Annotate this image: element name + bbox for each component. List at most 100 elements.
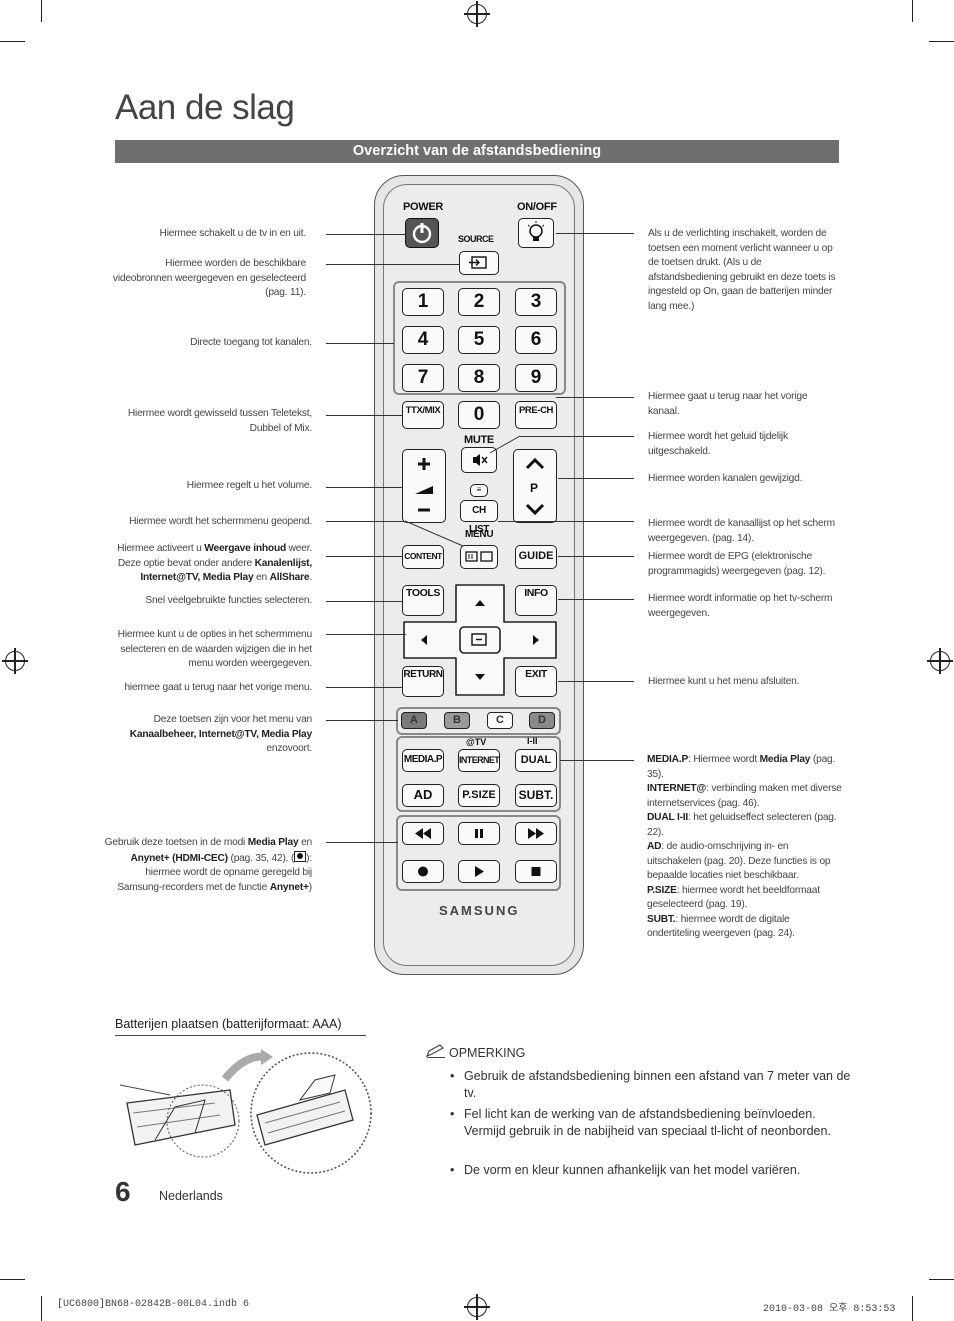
note-item: De vorm en kleur kunnen afhankelijk van … [450,1162,854,1179]
number-button-7[interactable]: 7 [402,364,444,392]
content-button[interactable]: CONTENT [402,545,444,569]
leader-line [558,556,634,557]
source-label: SOURCE [458,234,494,244]
number-button-5[interactable]: 5 [458,326,500,354]
leader-line [326,687,403,688]
label-onoff: Als u de verlichting inschakelt, worden … [648,228,836,312]
leader-line [556,397,634,398]
leader-line [556,233,634,234]
number-button-1[interactable]: 1 [402,288,444,316]
registration-mark-icon [927,648,953,674]
return-button[interactable]: RETURN [402,666,444,697]
info-button[interactable]: INFO [515,585,557,616]
label-mute: Hiermee wordt het geluid tijdelijk uitge… [648,431,788,457]
exit-button[interactable]: EXIT [515,666,557,697]
source-button[interactable] [459,251,499,275]
number-button-2[interactable]: 2 [458,288,500,316]
stop-button[interactable] [515,860,557,883]
number-button-8[interactable]: 8 [458,364,500,392]
battery-insertion-illustration [119,1049,372,1174]
label-guide: Hiermee wordt de EPG (elektronische prog… [648,551,826,577]
color-button-b[interactable]: B [444,712,470,729]
mute-label: MUTE [464,434,494,446]
menu-button[interactable] [460,545,498,569]
footer-filename: [UC6800]BN68-02842B-00L04.indb 6 [57,1299,250,1310]
media-p-button[interactable]: MEDIA.P [402,749,444,772]
label-channel: Hiermee worden kanalen gewijzigd. [648,473,803,484]
label-prech: Hiermee gaat u terug naar het vorige kan… [648,391,808,417]
ad-button[interactable]: AD [402,784,444,807]
crop-mark [0,41,25,42]
rewind-icon [415,828,431,839]
color-button-a[interactable]: A [401,712,427,729]
ch-list-button[interactable]: CH LIST [460,500,498,535]
note-item: Fel licht kan de werking van de afstands… [450,1106,854,1140]
footer-date: 2010-03-08 오후 8:53:53 [763,1304,896,1315]
crop-mark [912,1296,913,1321]
tools-label: TOOLS [406,587,440,599]
leader-line [558,478,634,479]
label-chlist: Hiermee wordt de kanaallijst op het sche… [648,518,835,544]
leader-line [326,487,403,488]
play-button[interactable] [458,860,500,883]
ch-list-icon-button[interactable]: ≡ [470,484,488,497]
ch-list-label: CH LIST [468,505,490,535]
label-colors: Deze toetsen zijn voor het menu van Kana… [129,714,312,754]
page-title: Aan de slag [115,88,295,127]
crop-mark [912,0,913,22]
label-power: Hiermee schakelt u de tv in en uit. [159,228,307,239]
guide-button[interactable]: GUIDE [515,545,557,569]
internet-button[interactable]: INTERNET [458,749,500,772]
record-button[interactable] [402,860,444,883]
label-playback: Gebruik deze toetsen in de modi Media Pl… [104,837,313,893]
mute-button[interactable] [461,447,497,473]
pre-ch-label: PRE-CH [518,405,554,416]
number-button-0[interactable]: 0 [458,401,500,429]
batteries-heading: Batterijen plaatsen (batterijformaat: AA… [115,1017,342,1031]
subt-label: SUBT. [518,788,554,802]
subt-button[interactable]: SUBT. [515,784,557,807]
tools-button[interactable]: TOOLS [402,585,444,616]
leader-line [326,720,398,721]
pencil-note-icon [425,1044,445,1058]
crop-mark [0,1279,25,1280]
leader-line [326,634,406,635]
number-button-6[interactable]: 6 [515,326,557,354]
note-item: Gebruik de afstandsbediening binnen een … [450,1068,854,1102]
channel-arrows-icon [525,457,545,516]
internet-label: INTERNET [459,755,500,765]
source-icon [469,256,487,269]
fast-forward-button[interactable] [515,822,557,845]
guide-label: GUIDE [518,550,554,562]
leader-line [326,343,394,344]
number-button-4[interactable]: 4 [402,326,444,354]
crop-mark [41,0,42,22]
color-button-c[interactable]: C [487,712,513,729]
p-size-label: P.SIZE [462,789,496,801]
power-button[interactable] [405,218,439,248]
dual-button[interactable]: DUAL [515,749,557,772]
label-volume: Hiermee regelt u het volume. [186,480,312,491]
number-button-9[interactable]: 9 [515,364,557,392]
onoff-light-button[interactable] [518,218,554,248]
volume-icon [415,458,433,512]
label-info: Hiermee wordt informatie op het tv-scher… [648,593,833,619]
volume-rocker[interactable] [402,449,446,523]
power-label: POWER [403,201,444,213]
channel-rocker[interactable]: P [513,449,557,523]
leader-line [520,436,634,437]
record-small-icon [294,850,307,862]
pause-button[interactable] [458,822,500,845]
label-source: Hiermee worden de beschikbare videobronn… [112,258,306,298]
menu-label: MENU [465,529,494,540]
number-pad-panel [393,281,566,395]
pre-ch-button[interactable]: PRE-CH [515,401,557,429]
color-button-d[interactable]: D [529,712,555,729]
leader-line [498,521,634,522]
mute-speaker-icon [473,454,488,466]
navigation-pad[interactable] [400,582,560,698]
p-size-button[interactable]: P.SIZE [458,784,500,807]
ttx-mix-button[interactable]: TTX/MIX [402,401,444,429]
rewind-button[interactable] [402,822,444,845]
number-button-3[interactable]: 3 [515,288,557,316]
